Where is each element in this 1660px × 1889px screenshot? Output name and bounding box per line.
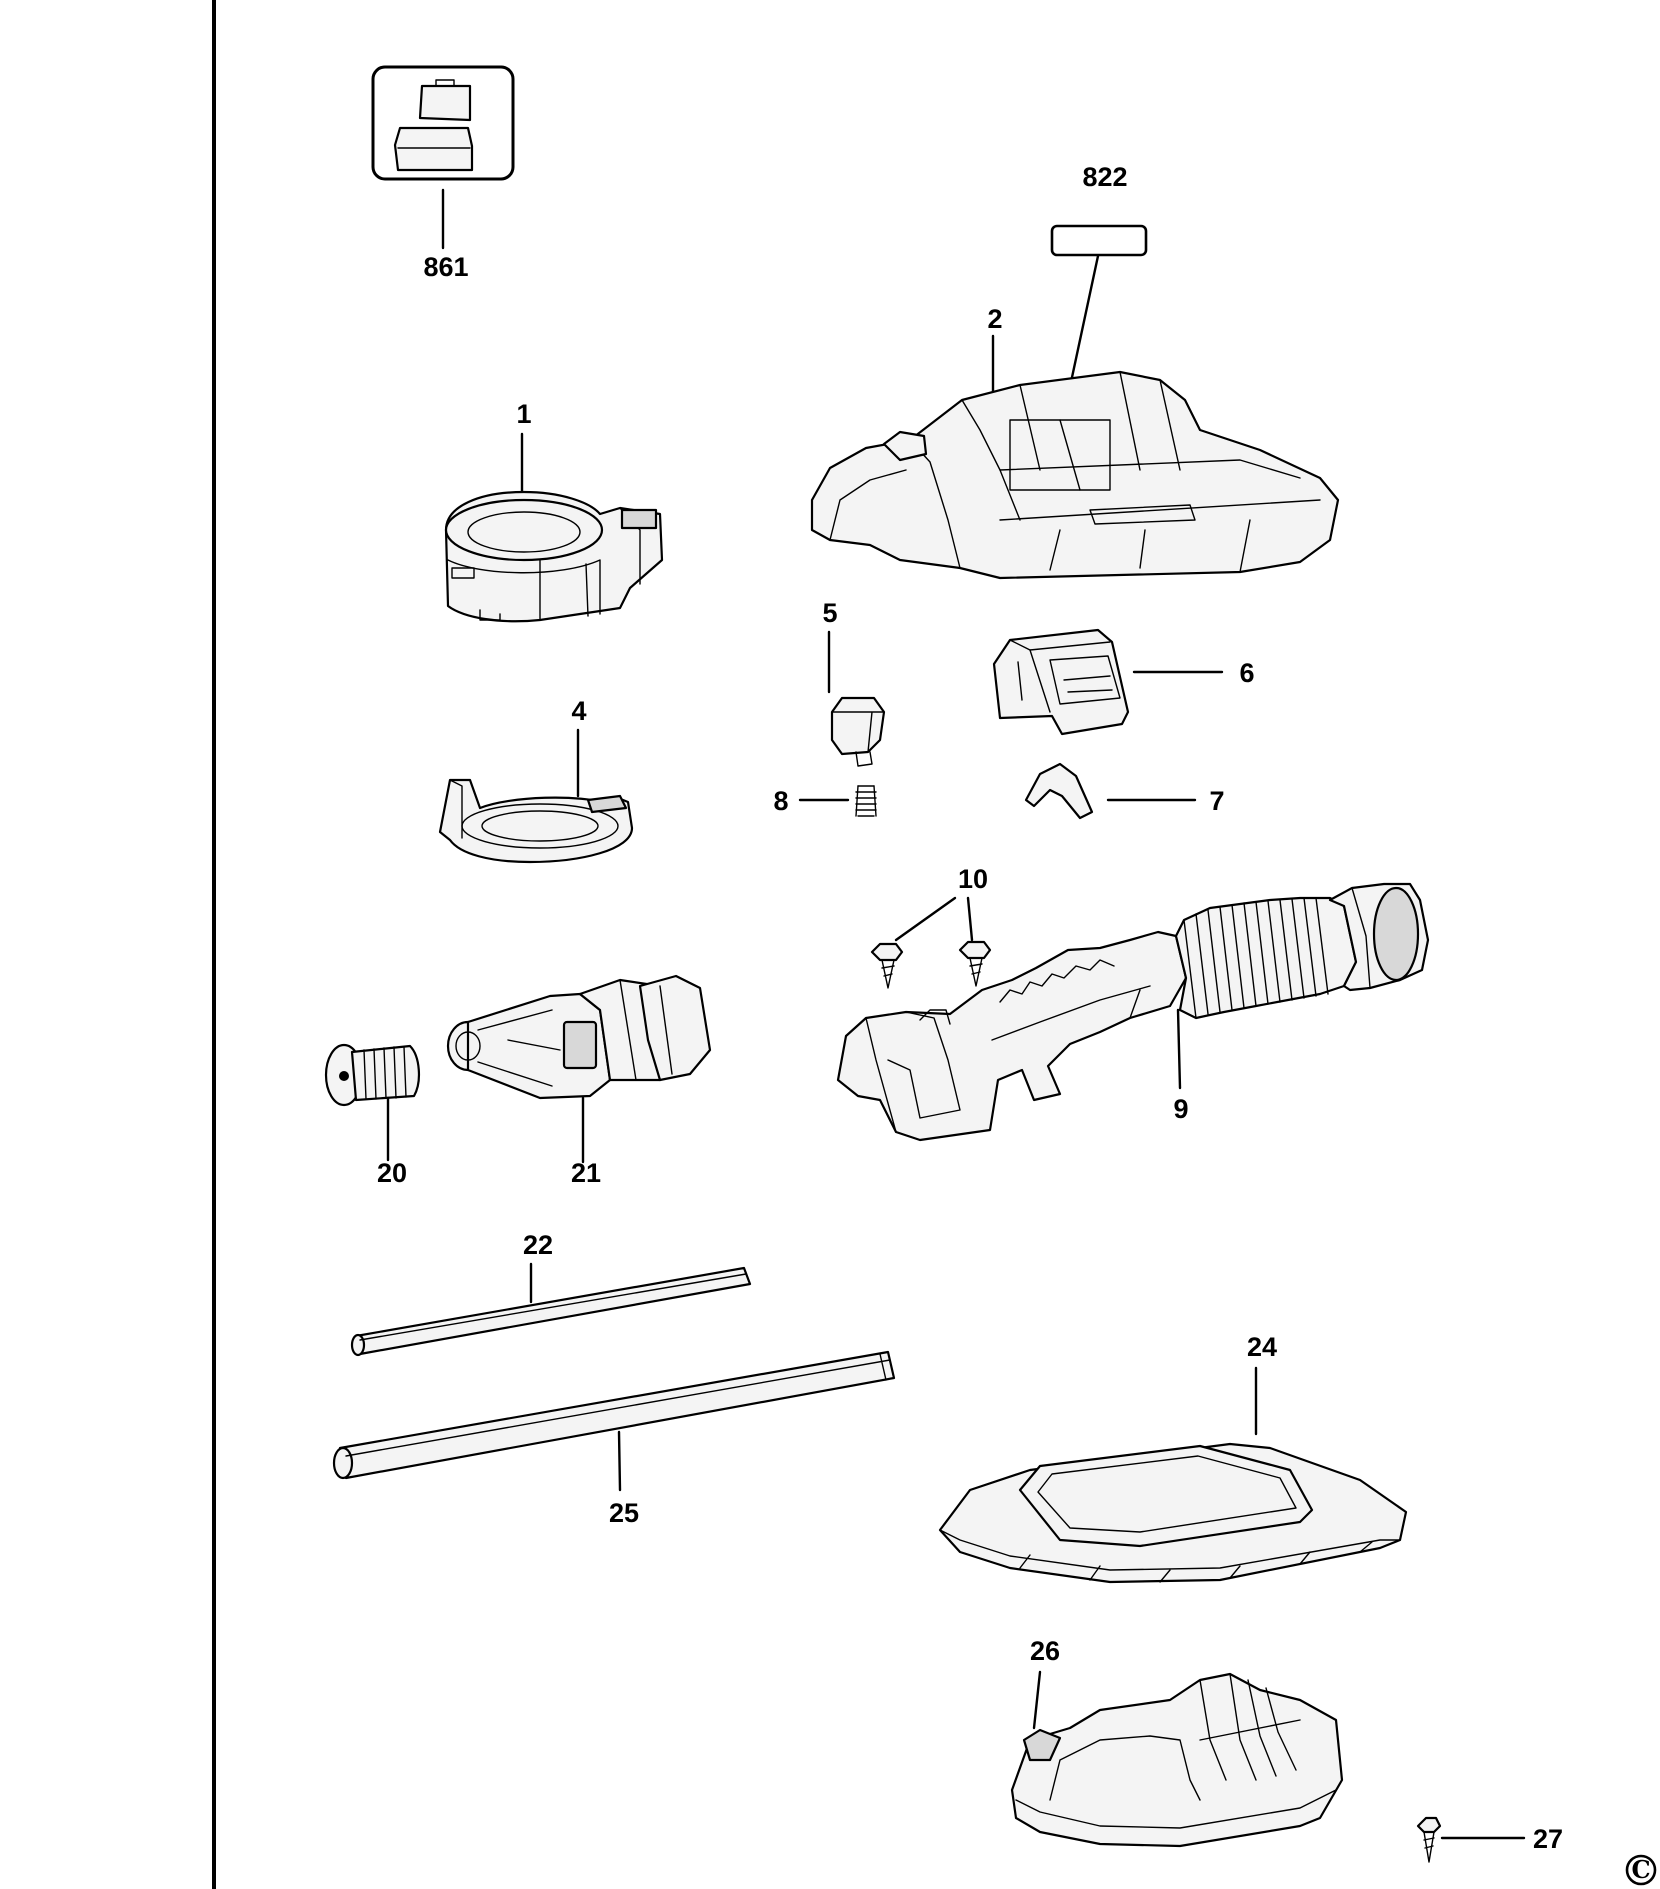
part-9-hose-handle [836,882,1430,1142]
part-24-base-seal [938,1442,1408,1584]
callout-27: 27 [1533,1824,1563,1854]
callout-21: 21 [571,1158,601,1188]
part-4-retaining-ring [438,778,634,864]
part-1-motor-housing [444,490,664,623]
callout-2: 2 [987,304,1002,334]
part-22-short-tube [350,1266,752,1357]
part-8-spring [855,785,877,817]
part-2-upper-housing [810,370,1340,580]
callout-822: 822 [1082,162,1127,192]
callout-25: 25 [609,1498,639,1528]
part-21-nozzle-adaptor [446,974,712,1100]
part-861-kitbox-icon [371,65,515,181]
copyright-mark: C [1625,1854,1657,1886]
part-27-screw [1416,1816,1442,1863]
part-20-filter [324,1043,420,1107]
part-26-base-housing [1010,1672,1344,1848]
part-822-label [1050,224,1148,257]
callout-9: 9 [1173,1094,1188,1124]
callout-10: 10 [958,864,988,894]
callout-1: 1 [516,399,531,429]
callout-5: 5 [822,598,837,628]
part-7-clip [1024,762,1094,820]
part-25-long-tube [332,1350,896,1480]
callout-4: 4 [571,696,586,726]
callout-8: 8 [773,786,788,816]
callout-22: 22 [523,1230,553,1260]
part-5-switch-button [830,696,886,767]
callout-24: 24 [1247,1332,1277,1362]
callout-7: 7 [1209,786,1224,816]
copyright-letter: C [1631,1855,1650,1884]
callout-861: 861 [423,252,468,282]
callout-6: 6 [1239,658,1254,688]
part-10-screws [870,940,992,989]
callout-26: 26 [1030,1636,1060,1666]
part-6-switch-carrier [992,628,1130,736]
callout-20: 20 [377,1158,407,1188]
